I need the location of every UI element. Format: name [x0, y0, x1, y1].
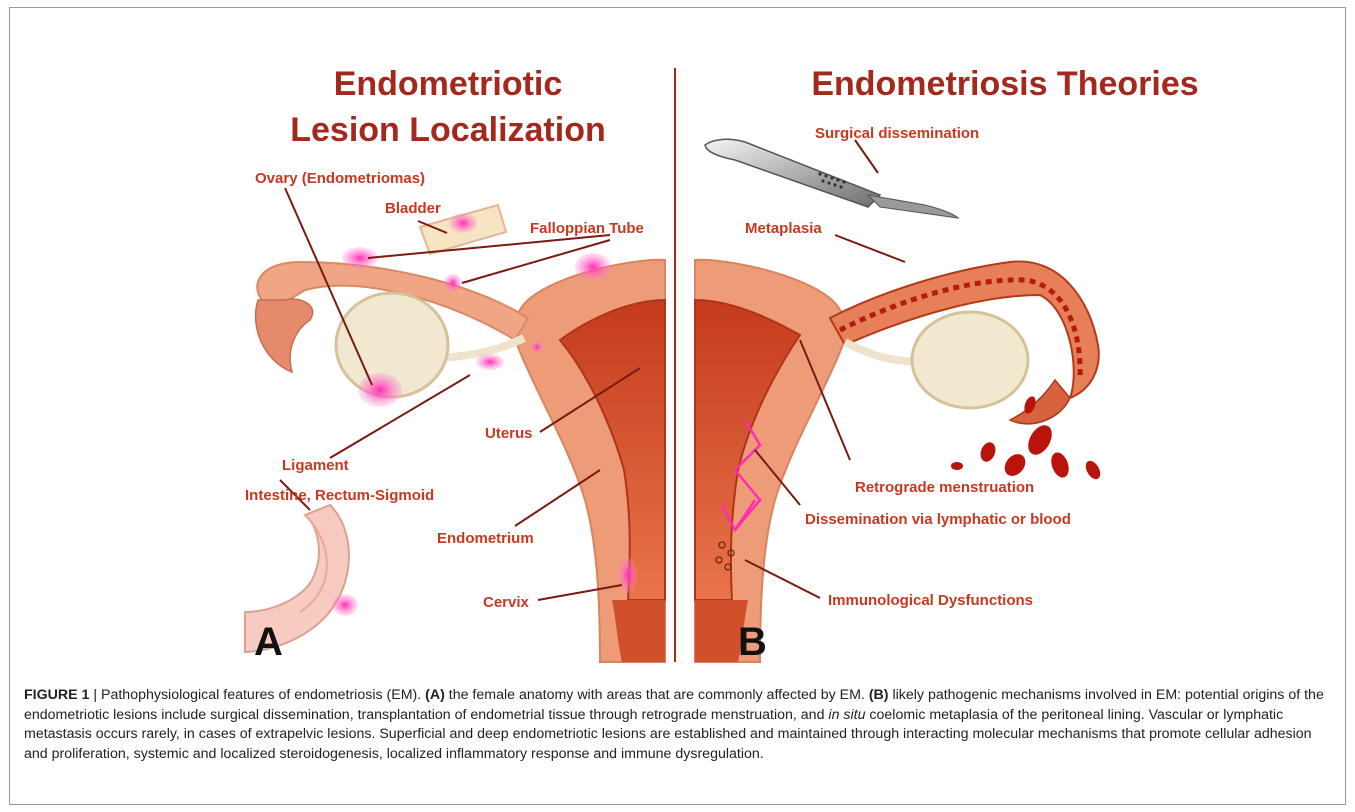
- figure-illustration: Endometriotic Lesion Localization Ovary …: [0, 0, 1355, 680]
- blood-drop: [1083, 458, 1103, 481]
- lesion-ovary: [358, 373, 402, 407]
- blood-drop: [978, 440, 998, 464]
- grip-dot: [830, 176, 833, 179]
- label-surgical: Surgical dissemination: [815, 125, 979, 142]
- lesion-endometrium: [531, 341, 543, 353]
- figure-caption: FIGURE 1 | Pathophysiological features o…: [24, 686, 1336, 764]
- label-retrograde: Retrograde menstruation: [855, 479, 1034, 496]
- label-dissemination: Dissemination via lymphatic or blood: [805, 511, 1071, 528]
- label-immunological: Immunological Dysfunctions: [828, 592, 1033, 609]
- caption-a-label: (A): [425, 687, 445, 703]
- panel-b-title: Endometriosis Theories: [811, 65, 1198, 103]
- label-ligament: Ligament: [282, 457, 349, 474]
- ovarian-ligament-a: [440, 338, 524, 358]
- lesion-tube-2: [444, 274, 462, 292]
- label-cervix: Cervix: [483, 594, 530, 611]
- label-endometrium: Endometrium: [437, 530, 534, 547]
- grip-dot: [827, 181, 830, 184]
- label-metaplasia: Metaplasia: [745, 220, 822, 237]
- scalpel-blade: [868, 195, 958, 218]
- fimbriae-a: [256, 299, 313, 372]
- panel-b-letter: B: [738, 620, 767, 664]
- lesion-intestine: [332, 594, 358, 616]
- blood-drop: [951, 462, 963, 470]
- caption-separator: |: [89, 687, 101, 703]
- panel-a-title-line1: Endometriotic: [334, 65, 563, 103]
- blood-drop: [1023, 421, 1056, 459]
- scalpel-handle: [705, 139, 880, 207]
- grip-dot: [818, 172, 821, 175]
- grip-dot: [839, 185, 842, 188]
- blood-drop: [1000, 450, 1029, 480]
- caption-b-label: (B): [869, 687, 889, 703]
- label-intestine: Intestine, Rectum-Sigmoid: [245, 487, 434, 504]
- caption-in-situ: in situ: [828, 707, 865, 723]
- panel-a: Endometriotic Lesion Localization Ovary …: [245, 65, 665, 664]
- grip-dot: [833, 183, 836, 186]
- grip-dot: [821, 179, 824, 182]
- panel-a-letter: A: [254, 620, 283, 664]
- scalpel-icon: [705, 139, 958, 218]
- lesion-ligament: [476, 354, 504, 370]
- label-uterus: Uterus: [485, 425, 533, 442]
- label-ovary: Ovary (Endometriomas): [255, 170, 425, 187]
- grip-dot: [824, 174, 827, 177]
- grip-dot: [836, 178, 839, 181]
- label-fallopian-tube: Falloppian Tube: [530, 220, 644, 237]
- lesion-uterus-top: [575, 253, 611, 281]
- grip-dot: [842, 180, 845, 183]
- label-bladder: Bladder: [385, 200, 441, 217]
- blood-drop: [1048, 450, 1072, 480]
- panel-b: Endometriosis Theories Surgical dissemin…: [695, 65, 1199, 664]
- caption-intro: Pathophysiological features of endometri…: [101, 687, 425, 703]
- lesion-bladder: [449, 213, 477, 233]
- caption-figure-label: FIGURE 1: [24, 687, 89, 703]
- panel-a-title-line2: Lesion Localization: [290, 111, 605, 149]
- caption-a-text: the female anatomy with areas that are c…: [445, 687, 869, 703]
- lesion-cervix: [619, 557, 637, 593]
- ovary-b: [912, 312, 1028, 408]
